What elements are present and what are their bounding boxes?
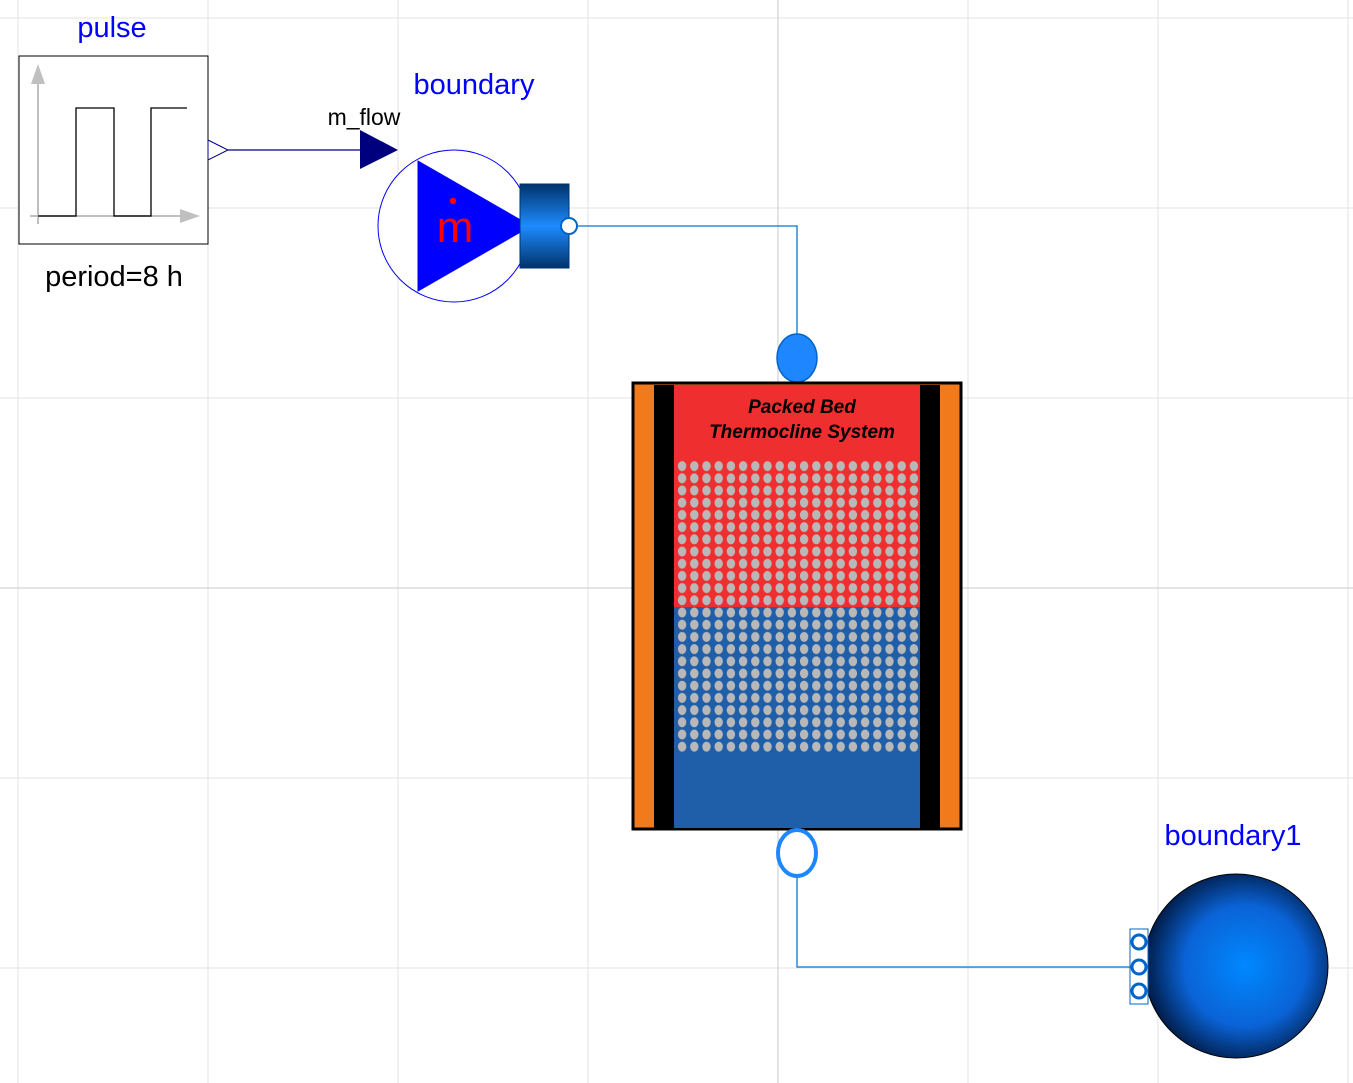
- boundary1-port-1[interactable]: [1130, 933, 1148, 951]
- tank-bottom-port[interactable]: [776, 828, 818, 878]
- fluid-connection-bottom[interactable]: [796, 877, 1130, 968]
- pulse-label: pulse: [77, 12, 146, 44]
- pulse-period-label: period=8 h: [45, 261, 183, 293]
- m-dot-symbol: m: [437, 203, 474, 252]
- tank-title-line1: Packed Bed: [748, 397, 856, 418]
- fluid-connection-top[interactable]: [569, 225, 798, 336]
- boundary1-port-3[interactable]: [1130, 982, 1148, 1000]
- pulse-block[interactable]: [18, 55, 230, 245]
- boundary1-port-2[interactable]: [1130, 958, 1148, 976]
- boundary-label: boundary: [414, 69, 535, 101]
- boundary1-label: boundary1: [1164, 820, 1301, 852]
- tank-wall-right: [920, 385, 940, 829]
- boundary-sphere-icon: [1143, 873, 1329, 1059]
- tank-title-line2: Thermocline System: [709, 422, 895, 443]
- tank-block[interactable]: [631, 333, 963, 878]
- boundary-block[interactable]: [360, 130, 578, 303]
- boundary-fluid-port[interactable]: [560, 217, 578, 235]
- pulse-output-port[interactable]: [207, 139, 230, 161]
- tank-top-port[interactable]: [776, 333, 818, 383]
- tank-wall-left: [654, 385, 674, 829]
- boundary1-block[interactable]: [1129, 873, 1329, 1059]
- m-flow-label: m_flow: [328, 104, 401, 130]
- packed-bed-particles: [676, 460, 920, 753]
- m-flow-input-port[interactable]: [360, 130, 398, 169]
